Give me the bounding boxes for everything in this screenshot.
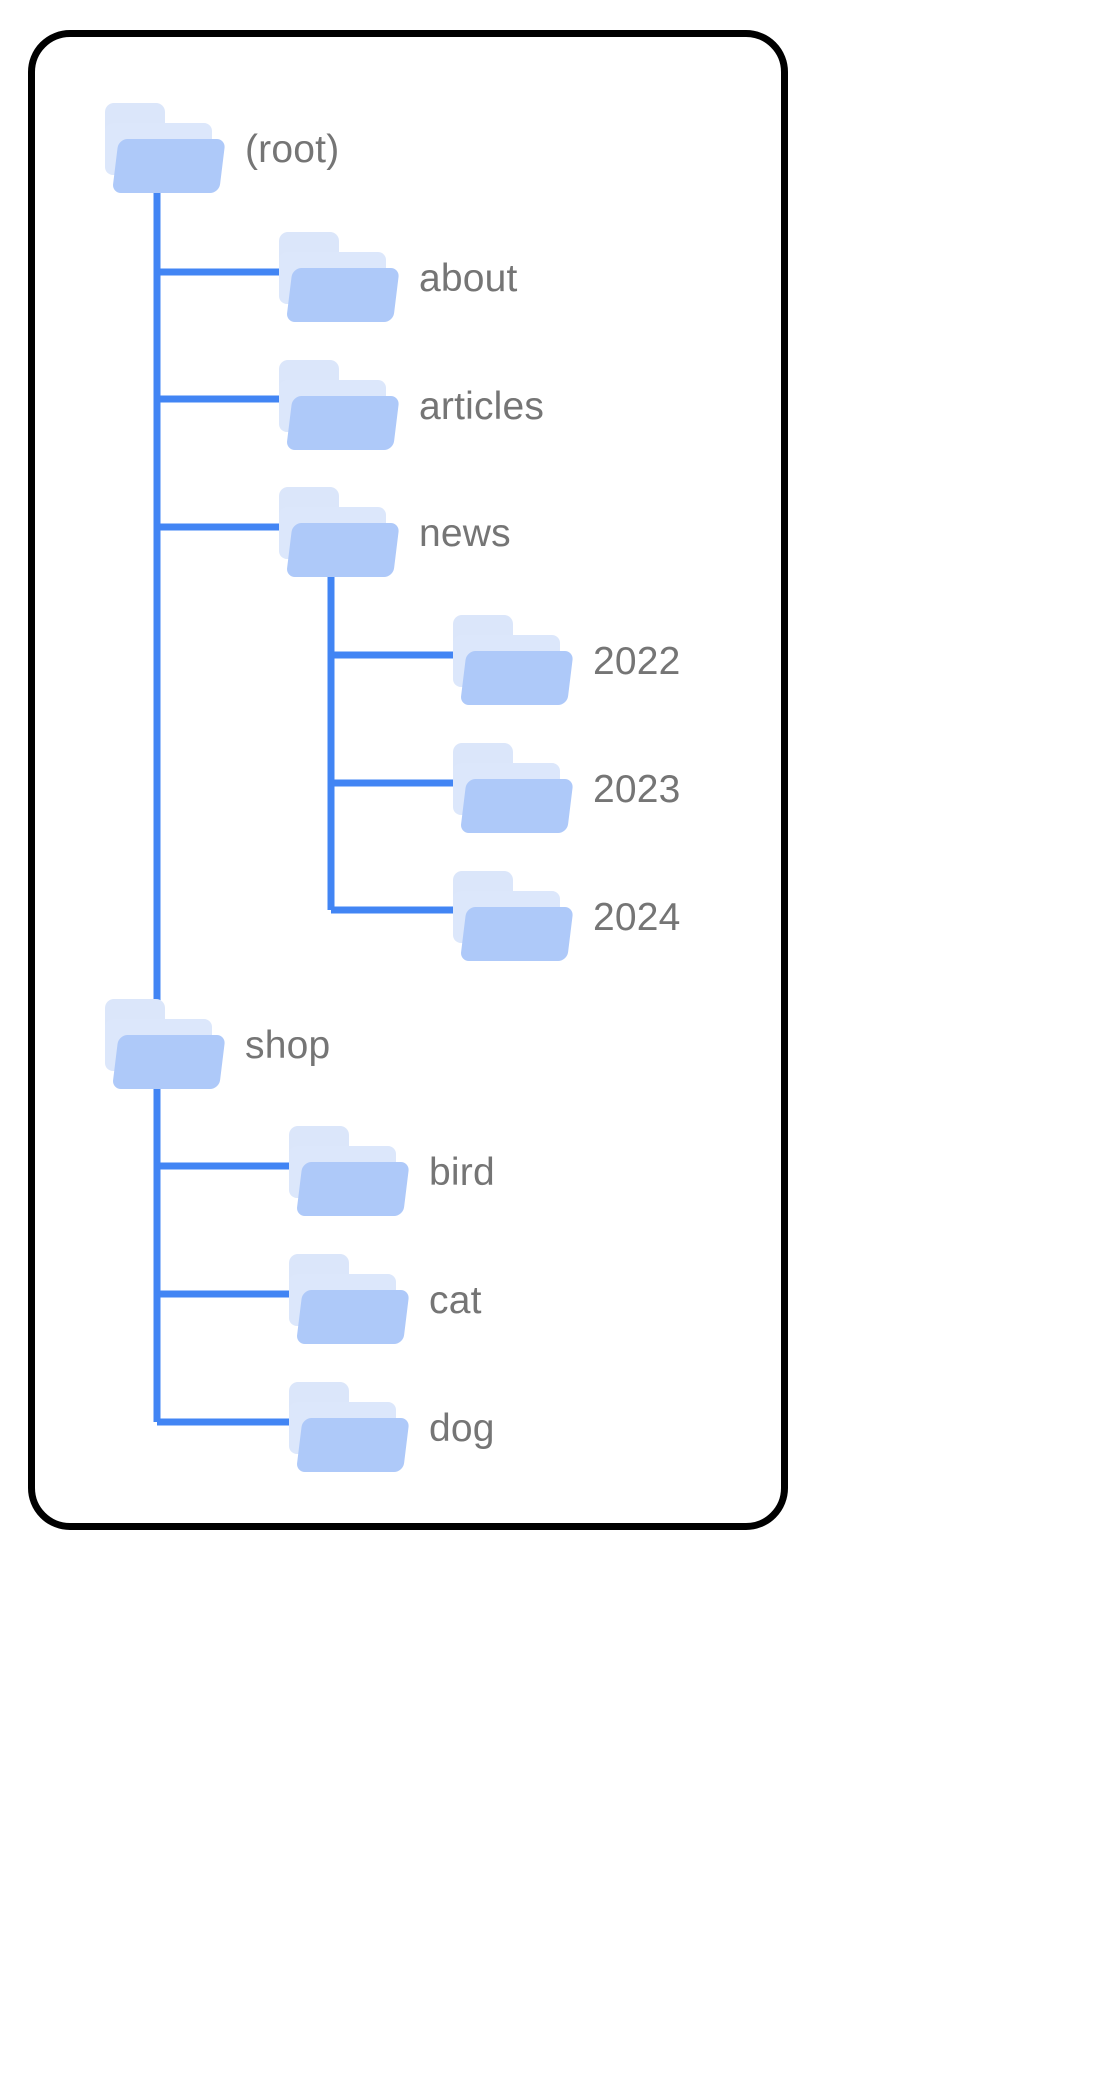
tree-node-about[interactable]: about bbox=[275, 232, 518, 324]
folder-icon bbox=[275, 487, 400, 579]
tree-node-label: about bbox=[419, 256, 518, 300]
tree-node-shop[interactable]: shop bbox=[101, 999, 330, 1091]
tree-node-label: (root) bbox=[245, 127, 340, 171]
tree-node-label: articles bbox=[419, 384, 545, 428]
tree-node-cat[interactable]: cat bbox=[285, 1254, 482, 1346]
tree-node-label: 2023 bbox=[593, 767, 681, 811]
folder-icon bbox=[101, 999, 226, 1091]
folder-icon bbox=[449, 615, 574, 707]
tree-node-label: shop bbox=[245, 1023, 331, 1067]
tree-node-dog[interactable]: dog bbox=[285, 1382, 495, 1474]
tree-node-news[interactable]: news bbox=[275, 487, 511, 579]
folder-icon bbox=[285, 1126, 410, 1218]
tree-node-label: bird bbox=[429, 1150, 495, 1194]
tree-node-label: dog bbox=[429, 1406, 495, 1450]
tree-node-label: 2024 bbox=[593, 895, 681, 939]
folder-icon bbox=[285, 1382, 410, 1474]
folder-icon bbox=[275, 232, 400, 324]
tree-node-label: news bbox=[419, 511, 511, 555]
tree-node-root[interactable]: (root) bbox=[101, 103, 339, 195]
folder-icon bbox=[285, 1254, 410, 1346]
folder-icon bbox=[275, 360, 400, 452]
tree-node-2022[interactable]: 2022 bbox=[449, 615, 681, 707]
folder-icon bbox=[101, 103, 226, 195]
folder-icon bbox=[449, 743, 574, 835]
tree-node-label: cat bbox=[429, 1278, 482, 1322]
tree-node-2024[interactable]: 2024 bbox=[449, 871, 681, 963]
tree-node-label: 2022 bbox=[593, 639, 681, 683]
tree-node-bird[interactable]: bird bbox=[285, 1126, 495, 1218]
tree-node-articles[interactable]: articles bbox=[275, 360, 544, 452]
tree-node-2023[interactable]: 2023 bbox=[449, 743, 681, 835]
folder-icon bbox=[449, 871, 574, 963]
